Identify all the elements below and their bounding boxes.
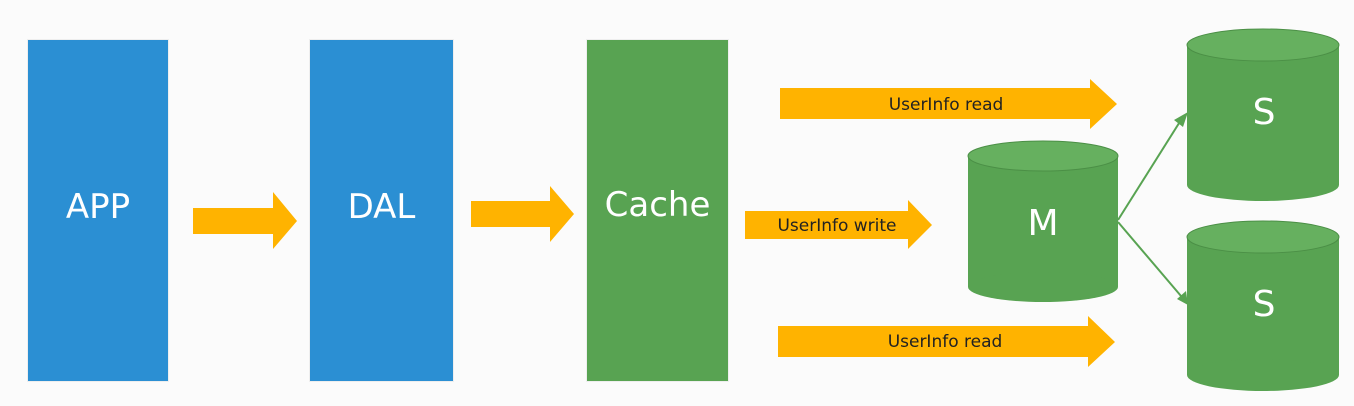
- master-database: M: [967, 140, 1119, 302]
- app-box: APP: [28, 40, 168, 381]
- arrow-write-label: UserInfo write: [777, 216, 896, 236]
- cache-box: Cache: [587, 40, 728, 381]
- connector-bottom-arrowhead: [1177, 291, 1188, 305]
- dal-box: DAL: [310, 40, 453, 381]
- arrow-userinfo-read-top: [780, 79, 1117, 129]
- slave-top-label: S: [1253, 92, 1276, 133]
- connector-master-to-slave-top: [1117, 119, 1182, 221]
- arrow-dal-to-cache: [471, 186, 574, 242]
- arrow-app-to-dal: [193, 192, 297, 249]
- arrow-userinfo-read-bottom: [778, 316, 1115, 367]
- replication-connectors: [1117, 112, 1188, 305]
- arrow-read-bottom-label: UserInfo read: [888, 332, 1003, 352]
- connector-top-arrowhead: [1174, 112, 1188, 127]
- slave-bottom-label: S: [1253, 284, 1276, 325]
- connector-master-to-slave-bottom: [1117, 221, 1182, 297]
- slave-database-bottom: S: [1186, 220, 1340, 391]
- arrow-userinfo-write: [745, 200, 932, 249]
- cache-label: Cache: [604, 184, 711, 225]
- app-label: APP: [65, 186, 131, 227]
- master-label: M: [1027, 203, 1058, 244]
- dal-label: DAL: [347, 186, 416, 227]
- slave-database-top: S: [1186, 28, 1340, 201]
- arrow-read-top-label: UserInfo read: [889, 95, 1004, 115]
